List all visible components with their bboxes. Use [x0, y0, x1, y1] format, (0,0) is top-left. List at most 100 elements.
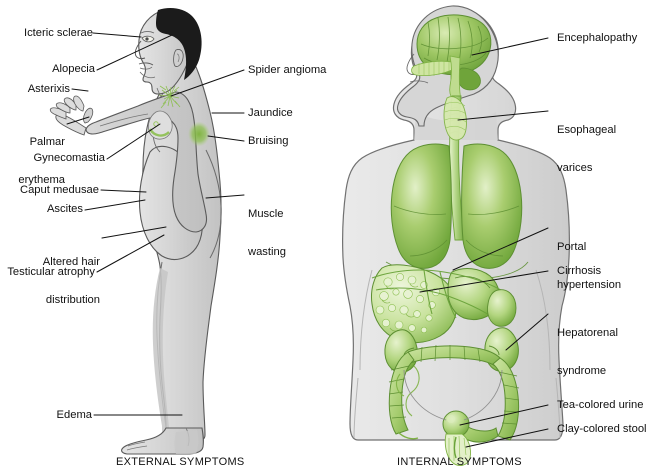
label-palmar-erythema: Palmar erythema [0, 111, 65, 212]
internal-leader-lines [419, 37, 549, 448]
leader-esophageal-varices [457, 110, 549, 121]
leader-gynecomastia [106, 123, 161, 160]
varices-texture [444, 101, 467, 131]
leader-encephalopathy [471, 37, 549, 56]
leader-caput-medusae [100, 189, 147, 193]
label-esophageal-varices-line1: Esophageal [557, 124, 617, 137]
toes [126, 441, 148, 451]
leader-asterixis [71, 88, 89, 92]
label-palmar-erythema-line1: Palmar [29, 136, 65, 149]
colon-haustra-descending [498, 371, 520, 425]
pupil [145, 37, 149, 41]
leader-icteric-sclerae [92, 32, 142, 38]
label-ascites: Ascites [46, 203, 83, 215]
lower-lip [139, 66, 153, 70]
colon-haustra-transverse [420, 344, 481, 363]
spleen [487, 289, 517, 327]
ear-inner [176, 53, 180, 63]
ear [173, 49, 184, 67]
tongue-hatch [418, 61, 450, 76]
label-encephalopathy: Encephalopathy [557, 32, 638, 44]
label-gynecomastia: Gynecomastia [33, 152, 105, 164]
label-clay-colored-stool: Clay-colored stool [557, 423, 647, 435]
label-icteric-sclerae: Icteric sclerae [23, 27, 93, 39]
kidney-hilum-left [488, 345, 500, 356]
external-leader-lines [66, 32, 245, 416]
leader-clay-colored-stool [465, 428, 549, 448]
brain-gyri [420, 16, 489, 66]
label-jaundice: Jaundice [248, 107, 293, 119]
leader-palmar-erythema [66, 116, 90, 125]
leader-ascites [84, 199, 146, 211]
label-palmar-erythema-line2: erythema [18, 173, 65, 186]
label-altered-hair-line2: distribution [45, 293, 100, 306]
leader-spider-angioma [170, 69, 245, 97]
mouth [138, 62, 154, 66]
label-testicular-atrophy: Testicular atrophy [7, 266, 95, 278]
leader-tea-colored-urine [459, 404, 549, 426]
breast-crease-green [148, 128, 170, 137]
brow [140, 31, 155, 34]
small-intestine [395, 365, 420, 417]
label-portal-hypertension-line1: Portal [557, 241, 587, 254]
leader-hepatorenal [505, 313, 549, 351]
spider-angioma-mark [158, 85, 181, 109]
label-spider-angioma: Spider angioma [248, 64, 327, 76]
leader-altered-hair [101, 226, 167, 239]
label-muscle-wasting-line1: Muscle [248, 208, 284, 221]
lung-right [390, 143, 452, 269]
label-altered-hair-distribution: Altered hair distribution [0, 231, 100, 332]
label-portal-hypertension-line2: hypertension [557, 278, 622, 291]
leader-cirrhosis [419, 270, 549, 293]
hip-outline [353, 377, 561, 439]
bladder-highlight [447, 415, 455, 423]
arm [85, 91, 208, 233]
leader-alopecia [96, 34, 173, 71]
label-hepatorenal-line2: syndrome [557, 364, 607, 377]
leader-muscle-wasting [205, 194, 245, 199]
label-hepatorenal-line1: Hepatorenal [557, 327, 618, 340]
urethra [453, 436, 457, 459]
leg-shadow [152, 268, 170, 438]
leader-testicular-atrophy [96, 234, 165, 273]
external-figure [49, 8, 222, 455]
chin [139, 71, 156, 79]
liver-cirrhosis [371, 264, 457, 344]
internal-figure [342, 5, 570, 466]
hair [156, 8, 202, 80]
caption-external-symptoms: EXTERNAL SYMPTOMS [116, 456, 245, 468]
label-muscle-wasting: Muscle wasting [248, 183, 286, 284]
stomach-curve [454, 276, 491, 289]
label-altered-hair-line1: Altered hair [42, 256, 100, 269]
lung-left [461, 143, 523, 269]
heel-shadow [174, 430, 199, 454]
label-edema: Edema [56, 409, 92, 421]
appendix [397, 431, 419, 440]
bruising-patch [188, 121, 210, 147]
label-cirrhosis: Cirrhosis [557, 265, 602, 277]
forearm-crease [99, 113, 149, 127]
label-hepatorenal-syndrome: Hepatorenal syndrome [557, 302, 618, 403]
abdomen-wall-left [359, 269, 373, 371]
pharynx [449, 55, 462, 101]
back-contour [205, 149, 222, 259]
abdomen-wall-right [535, 269, 551, 371]
ureters [403, 369, 503, 421]
label-muscle-wasting-line2: wasting [248, 245, 286, 258]
label-esophageal-varices: Esophageal varices [557, 99, 616, 200]
label-asterixis: Asterixis [27, 83, 70, 95]
internal-mouth [409, 80, 429, 84]
label-alopecia: Alopecia [52, 63, 95, 75]
label-tea-colored-urine: Tea-colored urine [557, 399, 644, 411]
leader-portal-hypertension [452, 227, 549, 271]
lung-fissures [393, 205, 520, 257]
hand [49, 95, 94, 136]
label-bruising: Bruising [248, 135, 289, 147]
label-esophageal-varices-line2: varices [557, 161, 593, 174]
nose [134, 40, 146, 60]
gynecomastia-breast [148, 110, 173, 140]
leader-bruising [207, 135, 245, 142]
caption-internal-symptoms: INTERNAL SYMPTOMS [397, 456, 522, 468]
